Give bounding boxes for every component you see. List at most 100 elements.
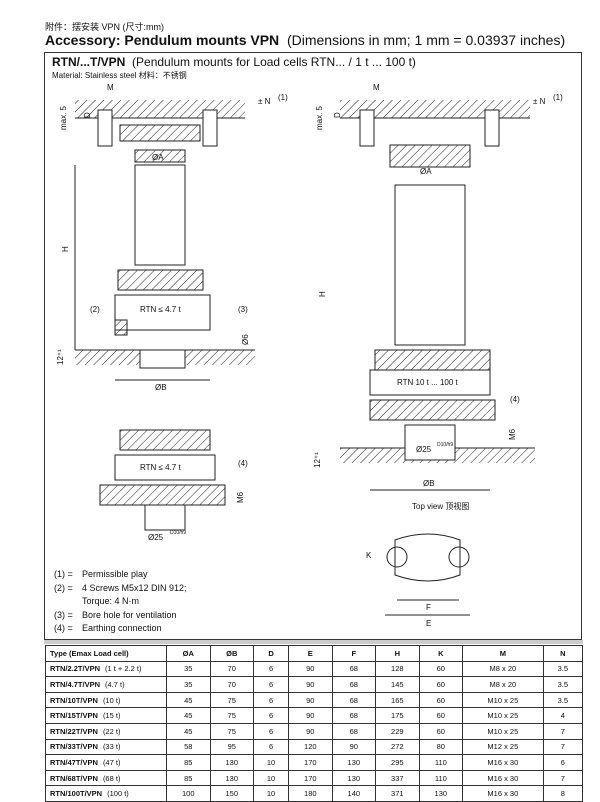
- table-cell: 6: [252, 660, 290, 678]
- table-cell: 45: [166, 722, 211, 740]
- dim-b-left: ØB: [155, 383, 167, 392]
- table-cell: M10 x 25: [462, 691, 544, 709]
- panel-title-bold: RTN/...T/VPN: [52, 55, 126, 69]
- table-cell: 75: [209, 691, 254, 709]
- type-capacity: (1 t + 2.2 t): [105, 664, 142, 674]
- dim-max5-left: max. 5: [59, 105, 68, 130]
- table-cell: 110: [418, 769, 464, 787]
- table-cell: 3.5: [542, 660, 584, 678]
- column-header: D: [252, 645, 290, 662]
- dim-a-right: ØA: [420, 167, 432, 176]
- table-divider: [44, 640, 583, 644]
- type-capacity: (4.7 t): [105, 679, 125, 689]
- table-cell: 145: [375, 676, 420, 693]
- table-cell: 90: [288, 707, 333, 724]
- table-cell: 85: [166, 769, 211, 787]
- column-header: H: [375, 645, 420, 662]
- table-cell: 60: [418, 660, 464, 678]
- table-cell: 229: [375, 722, 420, 740]
- table-cell: 70: [209, 676, 254, 693]
- type-capacity: (68 t): [102, 773, 121, 783]
- column-header: Type (Emax Load cell): [45, 645, 167, 662]
- table-cell: 6: [252, 707, 290, 724]
- type-capacity: (10 t): [102, 695, 121, 705]
- type-capacity: (47 t): [102, 757, 121, 767]
- tol-left: D10/h9: [170, 530, 186, 536]
- label-rtn-small-2: RTN ≤ 4.7 t: [140, 463, 181, 472]
- dim-n-right: ± N: [533, 97, 546, 106]
- table-cell: 68: [331, 676, 377, 693]
- table-cell: 85: [166, 754, 211, 771]
- dim-m6-right: M6: [508, 428, 517, 440]
- dim-d25-left: Ø25: [148, 533, 164, 542]
- table-cell: 70: [209, 660, 254, 678]
- table-cell: 90: [288, 676, 333, 693]
- material-note: Material: Stainless steel 材料：不锈钢: [52, 71, 187, 80]
- table-cell: 3.5: [542, 676, 584, 693]
- label-rtn-big: RTN 10 t ... 100 t: [397, 378, 459, 387]
- table-cell: 150: [209, 785, 254, 802]
- table-cell: 130: [331, 754, 377, 771]
- note-4-right: (4): [510, 395, 520, 404]
- legend-item: (4) =Earthing connection: [54, 622, 187, 636]
- table-cell: 90: [288, 691, 333, 709]
- legend-item: (2) =4 Screws M5x12 DIN 912;: [54, 582, 187, 596]
- table-cell: 75: [209, 722, 254, 740]
- technical-drawing: M ± N (1) max. 5 D ØA H RTN ≤ 4.7 t (2) …: [56, 83, 563, 628]
- dim-d6: Ø6: [241, 334, 250, 345]
- note-1-right: (1): [553, 93, 563, 102]
- note-4-left: (4): [238, 459, 248, 468]
- note-3: (3): [238, 305, 248, 314]
- right-mount-drawing: [340, 100, 535, 616]
- legend-key: (1) =: [54, 569, 73, 579]
- table-cell: 170: [288, 754, 333, 771]
- table-cell: 120: [288, 738, 333, 756]
- table-cell: 3.5: [542, 691, 584, 709]
- legend-value: Permissible play: [82, 569, 148, 579]
- chinese-caption: 附件：摆安装 VPN (尺寸:mm): [45, 22, 164, 32]
- table-cell: M10 x 25: [462, 722, 544, 740]
- dim-12-left: 12⁺¹: [56, 349, 65, 365]
- legend-item: (3) =Bore hole for ventilation: [54, 609, 187, 623]
- legend-item: (1) = Permissible play: [54, 568, 187, 582]
- title-units: (Dimensions in mm; 1 mm = 0.03937 inches…: [286, 32, 566, 48]
- type-name: RTN/15T/VPN: [50, 711, 98, 721]
- table-cell: 90: [288, 660, 333, 678]
- legend-value: Earthing connection: [82, 623, 162, 633]
- panel-title-rest: (Pendulum mounts for Load cells RTN... /…: [132, 55, 416, 69]
- dim-max5-right: max. 5: [315, 105, 324, 130]
- dimension-labels: M ± N (1) max. 5 D ØA H RTN ≤ 4.7 t (2) …: [56, 83, 563, 628]
- type-cell: RTN/33T/VPN(33 t): [45, 738, 167, 756]
- tol-right: D10/h9: [437, 442, 453, 448]
- note-1-left: (1): [278, 93, 288, 102]
- table-cell: 6: [542, 754, 584, 771]
- table-cell: 110: [418, 754, 464, 771]
- table-cell: 10: [252, 785, 290, 802]
- table-cell: 6: [252, 738, 290, 756]
- dim-h-right: H: [318, 291, 327, 297]
- dim-12-right: 12⁺¹: [313, 452, 322, 468]
- title-bold: Accessory: Pendulum mounts VPN: [45, 32, 280, 48]
- table-cell: 60: [418, 676, 464, 693]
- table-cell: 6: [252, 722, 290, 740]
- table-cell: 10: [252, 754, 290, 771]
- column-header: M: [462, 645, 544, 662]
- dim-h-left: H: [61, 246, 70, 252]
- table-cell: 7: [542, 769, 584, 787]
- table-cell: 35: [166, 676, 211, 693]
- table-cell: 60: [418, 722, 464, 740]
- table-cell: M10 x 25: [462, 707, 544, 724]
- type-name: RTN/22T/VPN: [50, 726, 98, 736]
- table-cell: 130: [331, 769, 377, 787]
- dim-d-right: D: [333, 112, 342, 118]
- label-rtn-small: RTN ≤ 4.7 t: [140, 305, 181, 314]
- type-cell: RTN/10T/VPN(10 t): [45, 691, 167, 709]
- table-cell: 6: [252, 676, 290, 693]
- table-cell: 295: [375, 754, 420, 771]
- table-cell: 100: [166, 785, 211, 802]
- type-name: RTN/4.7T/VPN: [50, 679, 101, 689]
